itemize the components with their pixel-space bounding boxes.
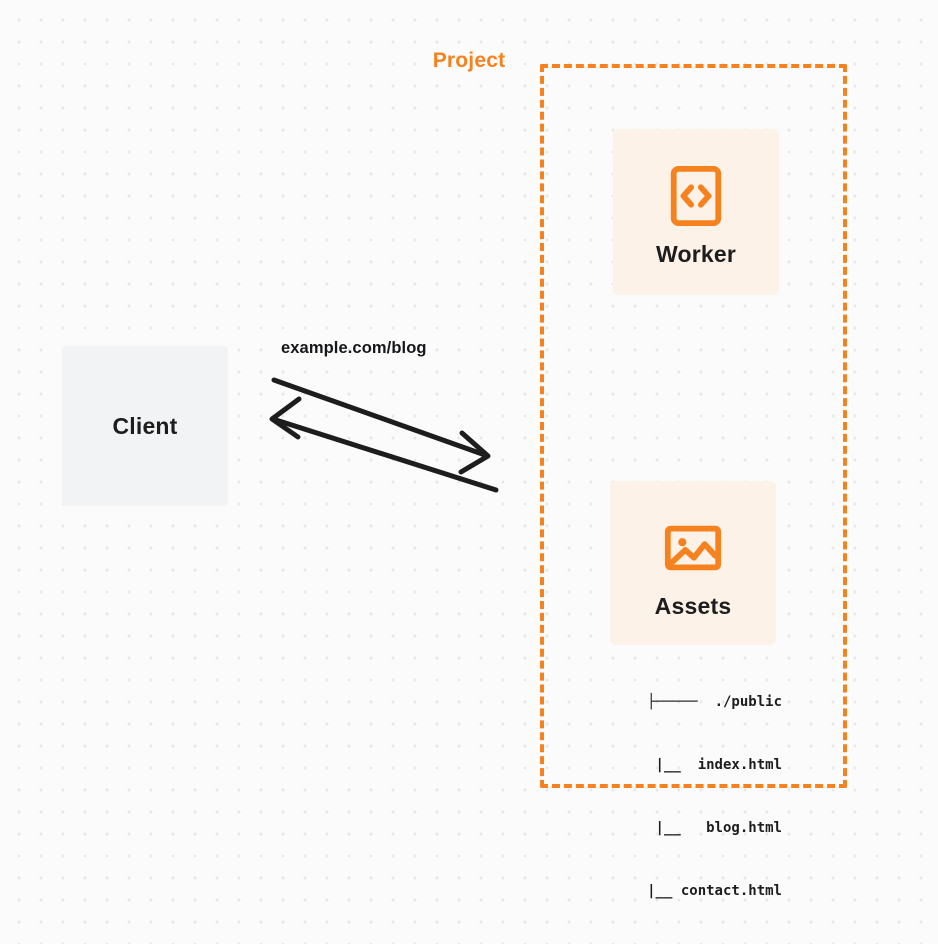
assets-label: Assets [654,593,732,619]
project-boundary [540,64,847,788]
response-arrow [269,396,499,493]
file-tree-line: |__ blog.html [604,820,782,836]
worker-node[interactable]: Worker [613,129,779,295]
assets-node[interactable]: Assets [610,481,776,645]
asset-file-tree: ├───── ./public |__ index.html |__ blog.… [560,650,782,944]
request-arrow [271,377,491,475]
file-tree-line: ├───── ./public [647,694,782,710]
connector-arrows [269,377,499,493]
project-title-text: Project [423,49,515,72]
worker-label: Worker [655,241,737,267]
code-brackets-icon [670,165,722,227]
image-icon [664,525,722,571]
file-tree-line: |__ index.html [604,757,782,773]
file-tree-line: |__ contact.html [621,883,782,899]
client-node[interactable]: Client [62,346,228,506]
connector-label: example.com/blog [281,339,427,357]
client-label: Client [112,412,178,439]
diagram-canvas: Client example.com/blog Project Worker [62,49,847,899]
